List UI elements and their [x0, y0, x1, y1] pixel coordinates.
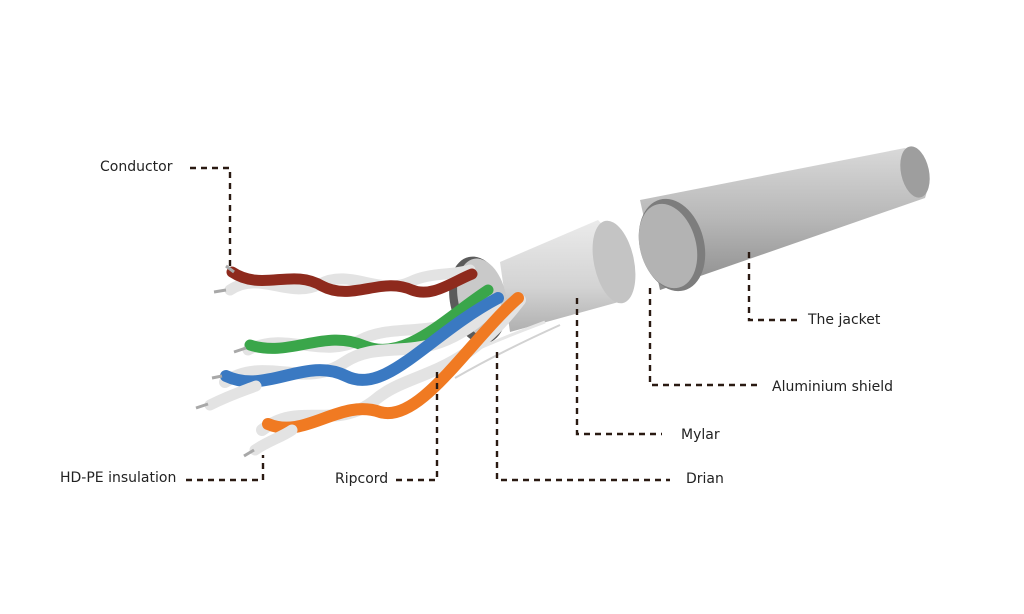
leader-drian [495, 352, 670, 482]
label-ripcord: Ripcord [335, 471, 389, 487]
label-drian: Drian [686, 471, 724, 487]
leader-ripcord [396, 372, 439, 482]
pair-brown [213, 264, 478, 298]
pair-orange [243, 292, 526, 458]
leader-hdpe-insulation [186, 455, 265, 482]
label-hdpe-insulation: HD-PE insulation [60, 470, 177, 486]
mylar-layer [500, 220, 636, 332]
ripcord-strand [454, 324, 561, 379]
leader-aluminium-shield [648, 288, 762, 387]
leader-conductor [190, 166, 232, 268]
jacket [640, 146, 930, 290]
aluminium-shield-ring [638, 198, 706, 292]
leader-the-jacket [747, 252, 800, 322]
label-mylar: Mylar [681, 427, 720, 443]
label-conductor: Conductor [100, 159, 173, 175]
label-the-jacket: The jacket [808, 312, 881, 328]
label-aluminium-shield: Aluminium shield [772, 379, 894, 395]
leader-mylar [575, 298, 662, 436]
pair-blue [195, 292, 504, 411]
